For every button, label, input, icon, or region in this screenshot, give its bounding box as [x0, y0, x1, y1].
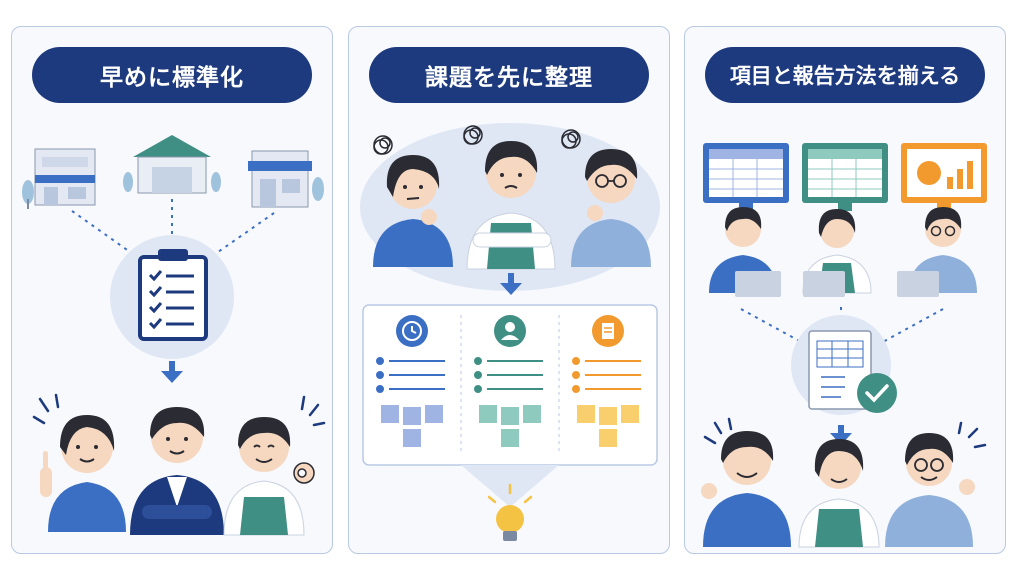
monitor-table-teal-icon — [802, 143, 888, 211]
store-building-right-icon — [248, 150, 324, 208]
person-man-glasses-fist — [885, 433, 975, 547]
person-worker-center — [802, 209, 872, 297]
lightbulb-icon — [487, 483, 533, 541]
down-arrow-icon — [500, 273, 522, 295]
person-woman-apron — [798, 439, 880, 548]
list-items-orange — [572, 357, 641, 393]
list-items-blue — [376, 357, 445, 393]
report-sheet-icon — [808, 330, 872, 410]
panel-title: 早めに標準化 — [32, 47, 312, 103]
person-man-apron-ok — [223, 417, 315, 536]
clipboard-checklist-icon — [138, 249, 208, 341]
person-man-suit — [130, 407, 224, 535]
person-man-apron-arms-crossed — [466, 141, 556, 270]
sparkle-lines — [703, 417, 987, 449]
down-arrow-icon — [161, 361, 183, 383]
person-icon — [494, 315, 526, 347]
person-worker-right — [897, 207, 977, 297]
confused-scribble-icons — [373, 125, 581, 155]
list-items-teal — [474, 357, 543, 393]
sticky-notes-blue — [381, 405, 443, 447]
monitor-chart-orange-icon — [901, 143, 987, 211]
sticky-notes-teal — [479, 405, 541, 447]
monitor-table-blue-icon — [703, 143, 789, 211]
panel-title: 項目と報告方法を揃える — [705, 47, 985, 103]
down-arrow-icon — [830, 425, 852, 445]
panel-title: 課題を先に整理 — [369, 47, 649, 103]
panel-illustration — [22, 135, 326, 536]
clock-icon — [396, 315, 428, 347]
sticky-notes-yellow — [577, 405, 639, 447]
document-icon — [592, 315, 624, 347]
panel-align-items-reporting: 項目と報告方法を揃える — [684, 26, 1006, 554]
person-woman-pointing — [40, 415, 126, 532]
panel-illustration — [360, 123, 660, 541]
store-building-center-icon — [123, 135, 221, 194]
sparkle-lines — [32, 393, 326, 427]
check-circle-icon — [857, 373, 897, 413]
person-man-fist-pump — [701, 431, 791, 547]
person-worker-left — [709, 207, 781, 297]
person-woman-thinking — [373, 155, 453, 267]
store-building-left-icon — [22, 148, 96, 209]
panel-standardize-early: 早めに標準化 — [11, 26, 333, 554]
panel-illustration — [701, 143, 987, 548]
person-man-glasses-thinking — [571, 149, 651, 267]
panel-organize-issues: 課題を先に整理 — [348, 26, 670, 554]
